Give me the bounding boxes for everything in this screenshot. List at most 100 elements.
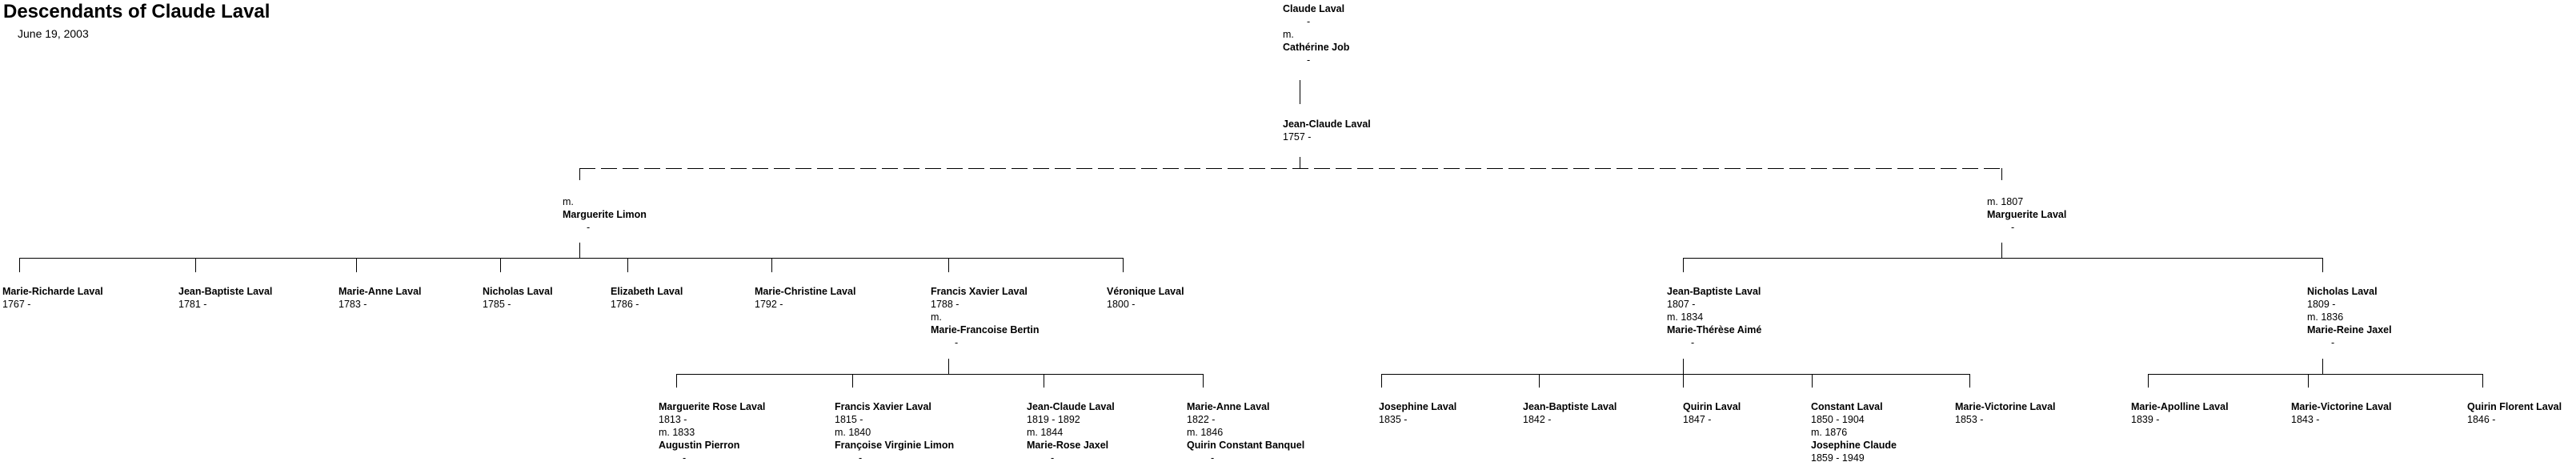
spouse-name: Augustin Pierron <box>659 440 740 451</box>
person-marie-victorine-laval-1843: Marie-Victorine Laval 1843 - <box>2291 400 2392 426</box>
person-name: Marie-Christine Laval <box>755 286 856 297</box>
marriage-label: m. 1844 <box>1027 427 1064 438</box>
person-name: Jean-Baptiste Laval <box>1667 286 1761 297</box>
person-name: Véronique Laval <box>1107 286 1184 297</box>
person-name: Marie-Richarde Laval <box>2 286 103 297</box>
person-name: Jean-Claude Laval <box>1027 401 1115 412</box>
spouse-dates: 1859 - 1949 <box>1811 452 1865 464</box>
person-name: Jean-Baptiste Laval <box>1523 401 1617 412</box>
person-dates: 1847 - <box>1683 414 1712 425</box>
person-marguerite-rose-laval: Marguerite Rose Laval 1813 - m. 1833 Aug… <box>659 400 765 464</box>
spouse-name: Françoise Virginie Limon <box>835 440 955 451</box>
person-jean-baptiste-laval-1807: Jean-Baptiste Laval 1807 - m. 1834 Marie… <box>1667 285 1761 349</box>
spouse-name: Quirin Constant Banquel <box>1187 440 1305 451</box>
person-dates: 1792 - <box>755 299 783 310</box>
person-jean-claude-laval: Jean-Claude Laval 1757 - <box>1283 118 1371 143</box>
spouse-dates: - <box>1051 452 1055 464</box>
person-nicholas-laval-1785: Nicholas Laval 1785 - <box>483 285 553 311</box>
spouse-dates: - <box>1307 54 1311 66</box>
spouse-dates: - <box>683 452 687 464</box>
person-dates: 1819 - 1892 <box>1027 414 1080 425</box>
person-marie-anne-laval-1783: Marie-Anne Laval 1783 - <box>339 285 422 311</box>
spouse-name: Josephine Claude <box>1811 440 1897 451</box>
spouse-name: Marguerite Laval <box>1987 209 2067 220</box>
person-dates: 1807 - <box>1667 299 1696 310</box>
person-dates: - <box>1307 16 1311 27</box>
person-name: Marie-Apolline Laval <box>2131 401 2229 412</box>
spouse-dates: - <box>1691 337 1695 348</box>
person-dates: 1813 - <box>659 414 687 425</box>
person-marie-anne-laval-1822: Marie-Anne Laval 1822 - m. 1846 Quirin C… <box>1187 400 1304 464</box>
person-name: Marie-Anne Laval <box>339 286 422 297</box>
spouse-dates: - <box>955 337 959 348</box>
person-marie-apolline-laval: Marie-Apolline Laval 1839 - <box>2131 400 2229 426</box>
person-dates: 1786 - <box>611 299 639 310</box>
marriage-label: m. 1836 <box>2307 311 2344 323</box>
marriage-label: m. <box>931 311 942 323</box>
person-dates: 1815 - <box>835 414 863 425</box>
marriage-label: m. 1876 <box>1811 427 1848 438</box>
person-quirin-florent-laval: Quirin Florent Laval 1846 - <box>2467 400 2562 426</box>
person-marie-richarde-laval: Marie-Richarde Laval 1767 - <box>2 285 103 311</box>
person-name: Francis Xavier Laval <box>931 286 1028 297</box>
person-dates: 1822 - <box>1187 414 1216 425</box>
spouse-dates: - <box>859 452 863 464</box>
person-jean-baptiste-laval-1781: Jean-Baptiste Laval 1781 - <box>178 285 272 311</box>
person-jean-claude-laval-1819: Jean-Claude Laval 1819 - 1892 m. 1844 Ma… <box>1027 400 1115 464</box>
person-dates: 1846 - <box>2467 414 2496 425</box>
person-dates: 1839 - <box>2131 414 2160 425</box>
spouse-name: Marie-Francoise Bertin <box>931 324 1040 335</box>
marriage-label: m. <box>1283 29 1294 40</box>
person-name: Jean-Baptiste Laval <box>178 286 273 297</box>
person-name: Francis Xavier Laval <box>835 401 931 412</box>
person-francis-xavier-laval: Francis Xavier Laval 1788 - m. Marie-Fra… <box>931 285 1039 349</box>
spouse-name: Marie-Rose Jaxel <box>1027 440 1109 451</box>
person-elizabeth-laval: Elizabeth Laval 1786 - <box>611 285 683 311</box>
person-constant-laval: Constant Laval 1850 - 1904 m. 1876 Josep… <box>1811 400 1897 464</box>
person-jean-baptiste-laval-1842: Jean-Baptiste Laval 1842 - <box>1523 400 1617 426</box>
person-francis-xavier-laval-1815: Francis Xavier Laval 1815 - m. 1840 Fran… <box>835 400 954 464</box>
marriage-marguerite-laval: m. 1807 Marguerite Laval - <box>1987 195 2066 234</box>
person-quirin-laval: Quirin Laval 1847 - <box>1683 400 1741 426</box>
person-name: Nicholas Laval <box>483 286 553 297</box>
person-name: Quirin Laval <box>1683 401 1741 412</box>
person-name: Jean-Claude Laval <box>1283 119 1371 130</box>
person-name: Marguerite Rose Laval <box>659 401 766 412</box>
person-dates: 1767 - <box>2 299 31 310</box>
person-dates: 1835 - <box>1379 414 1408 425</box>
person-dates: 1788 - <box>931 299 959 310</box>
person-dates: 1757 - <box>1283 131 1312 143</box>
person-name: Marie-Victorine Laval <box>2291 401 2392 412</box>
person-nicholas-laval-1809: Nicholas Laval 1809 - m. 1836 Marie-Rein… <box>2307 285 2392 349</box>
marriage-marguerite-limon: m. Marguerite Limon - <box>563 195 647 234</box>
person-name: Marie-Anne Laval <box>1187 401 1270 412</box>
person-claude-laval: Claude Laval - m. Cathérine Job - <box>1283 2 1349 66</box>
person-josephine-laval: Josephine Laval 1835 - <box>1379 400 1456 426</box>
spouse-name: Marie-Thérèse Aimé <box>1667 324 1762 335</box>
person-name: Constant Laval <box>1811 401 1883 412</box>
page-title: Descendants of Claude Laval <box>3 1 270 22</box>
spouse-dates: - <box>2011 222 2015 233</box>
person-name: Marie-Victorine Laval <box>1955 401 2056 412</box>
spouse-dates: - <box>2331 337 2335 348</box>
person-dates: 1800 - <box>1107 299 1136 310</box>
person-name: Claude Laval <box>1283 3 1345 14</box>
person-name: Josephine Laval <box>1379 401 1457 412</box>
marriage-label: m. 1833 <box>659 427 695 438</box>
person-dates: 1809 - <box>2307 299 2336 310</box>
person-dates: 1842 - <box>1523 414 1552 425</box>
person-dates: 1781 - <box>178 299 207 310</box>
person-dates: 1843 - <box>2291 414 2320 425</box>
spouse-name: Cathérine Job <box>1283 42 1350 53</box>
person-dates: 1783 - <box>339 299 367 310</box>
marriage-label: m. 1834 <box>1667 311 1704 323</box>
person-name: Quirin Florent Laval <box>2467 401 2562 412</box>
person-dates: 1853 - <box>1955 414 1984 425</box>
person-name: Nicholas Laval <box>2307 286 2378 297</box>
spouse-name: Marguerite Limon <box>563 209 647 220</box>
report-date: June 19, 2003 <box>18 27 89 40</box>
person-dates: 1785 - <box>483 299 511 310</box>
marriage-label: m. 1840 <box>835 427 871 438</box>
